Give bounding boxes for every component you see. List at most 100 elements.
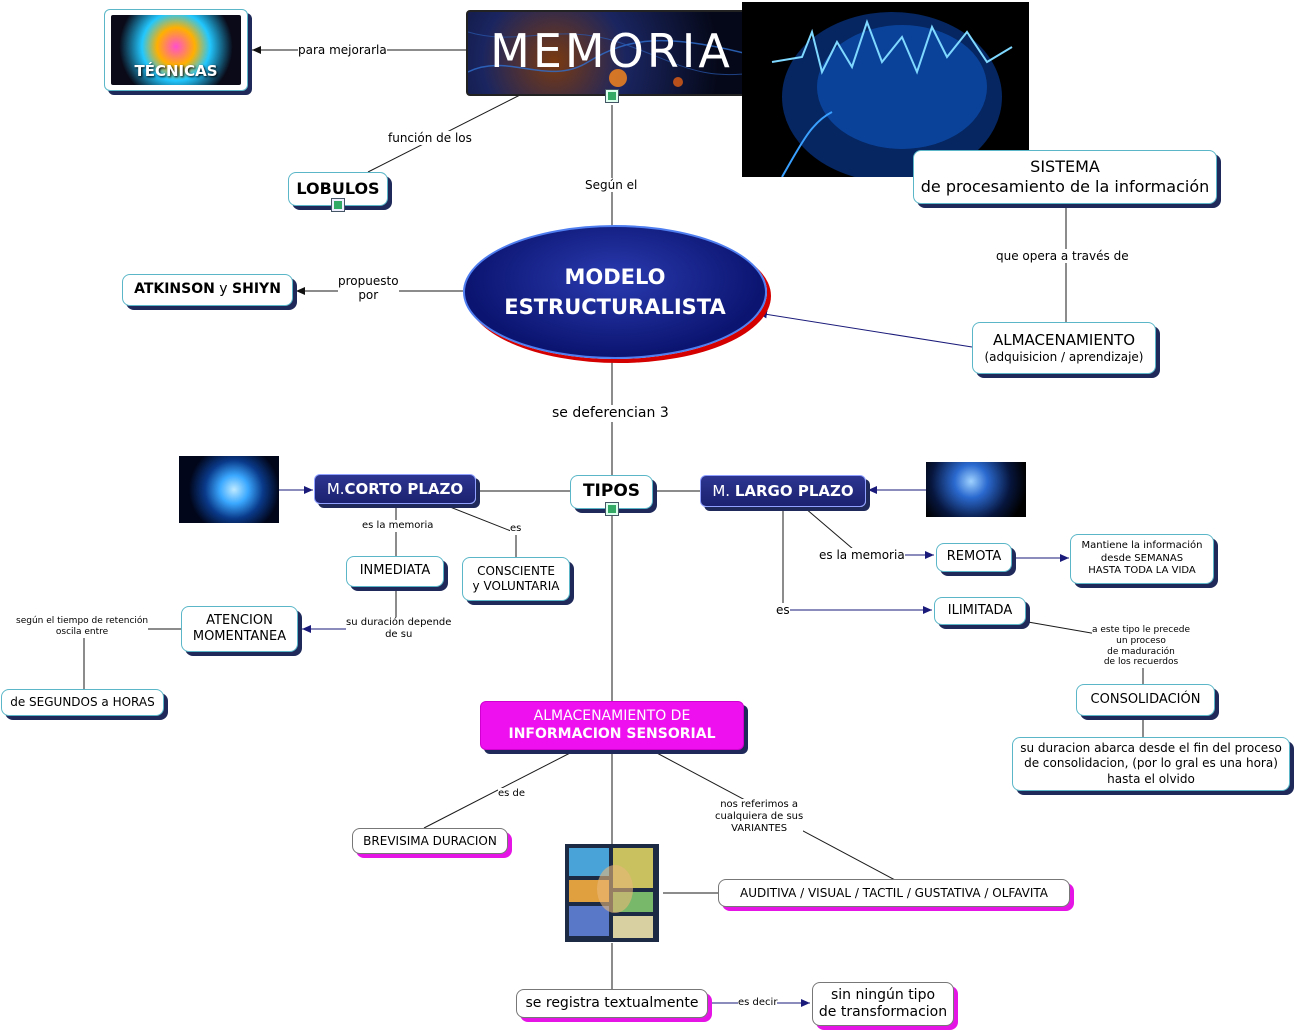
atkinson-name: ATKINSON <box>134 281 215 298</box>
brain-head-image <box>742 2 1029 177</box>
link-su-duracion-2: de su <box>385 629 413 640</box>
ilimitada-node[interactable]: ILIMITADA <box>934 597 1026 625</box>
sin-line-1: sin ningún tipo <box>830 986 936 1003</box>
almacen-line-1: ALMACENAMIENTO <box>992 331 1136 350</box>
link-por: por <box>358 288 379 303</box>
link-funcion-de-los: función de los <box>388 131 472 146</box>
largo-plazo-node[interactable]: M. LARGO PLAZO <box>700 475 866 507</box>
sensorial-node[interactable]: ALMACENAMIENTO DE INFORMACION SENSORIAL <box>480 701 744 750</box>
mantiene-node[interactable]: Mantiene la información desde SEMANAS HA… <box>1070 534 1214 584</box>
tecnicas-node[interactable]: TÉCNICAS <box>104 9 248 91</box>
brain-glow-image: TÉCNICAS <box>111 15 241 85</box>
face-collage-image <box>565 844 659 942</box>
sin-line-2: de transformacion <box>818 1004 948 1020</box>
largo-label: LARGO PLAZO <box>734 481 854 500</box>
link-precede-1: a este tipo le precede <box>1092 625 1191 635</box>
duracion-line-2: de consolidacion, (por lo gral es una ho… <box>1024 756 1278 771</box>
link-es-largo: es <box>776 603 790 618</box>
link-es-decir: es decir <box>738 997 778 1009</box>
link-nos-2: cualquiera de sus <box>715 811 804 822</box>
mantiene-line-2: desde SEMANAS <box>1100 552 1184 564</box>
link-su-duracion: su duración depende de su <box>346 617 452 641</box>
memoria-title-box[interactable]: MEMORIA <box>466 10 757 96</box>
brain-sphere-image <box>179 456 279 523</box>
variantes-label: AUDITIVA / VISUAL / TACTIL / GUSTATIVA /… <box>740 885 1048 900</box>
remota-label: REMOTA <box>946 549 1002 565</box>
variantes-node[interactable]: AUDITIVA / VISUAL / TACTIL / GUSTATIVA /… <box>718 879 1070 907</box>
film-icon[interactable] <box>605 502 619 516</box>
almacen-line-2: (adquisicion / aprendizaje) <box>984 349 1144 364</box>
link-que-opera: que opera a través de <box>996 249 1129 264</box>
corto-prefix: M. <box>326 479 345 498</box>
link-es-corto: es <box>510 523 522 535</box>
link-propuesto-por: propuesto por <box>338 274 399 303</box>
tipos-label: TIPOS <box>582 481 641 502</box>
link-segun-el: Según el <box>585 178 638 193</box>
largo-prefix: M. <box>712 481 735 500</box>
sistema-node[interactable]: SISTEMA de procesamiento de la informaci… <box>913 150 1217 204</box>
link-se-deferencian: se deferencian 3 <box>552 405 669 422</box>
link-es-de: es de <box>498 788 526 800</box>
sistema-line-2: de procesamiento de la información <box>920 177 1210 196</box>
neuron-background-art <box>468 31 755 87</box>
segundos-node[interactable]: de SEGUNDOS a HORAS <box>1 689 164 716</box>
link-propuesto: propuesto <box>338 274 399 288</box>
link-precede: a este tipo le precede un proceso de mad… <box>1092 625 1191 669</box>
sensorial-line-2: INFORMACION SENSORIAL <box>508 725 716 742</box>
lobulos-label: LOBULOS <box>296 179 380 198</box>
transformacion-node[interactable]: sin ningún tipo de transformacion <box>812 982 954 1026</box>
link-precede-3: de maduración <box>1107 646 1175 657</box>
link-nos-1: nos referimos a <box>720 799 799 810</box>
almacenamiento-node[interactable]: ALMACENAMIENTO (adquisicion / aprendizaj… <box>972 322 1156 374</box>
modelo-line-2: ESTRUCTURALISTA <box>504 295 726 319</box>
mantiene-line-3: HASTA TODA LA VIDA <box>1088 565 1196 577</box>
brain-head-art <box>771 12 1013 177</box>
ilimitada-label: ILIMITADA <box>947 602 1013 618</box>
atencion-line-2: MOMENTANEA <box>192 629 287 644</box>
brevisima-node[interactable]: BREVISIMA DURACION <box>352 828 508 854</box>
consolidacion-node[interactable]: CONSOLIDACIÓN <box>1076 684 1215 716</box>
link-para-mejorarla: para mejorarla <box>298 43 387 58</box>
film-icon[interactable] <box>605 89 619 103</box>
corto-plazo-node[interactable]: M. CORTO PLAZO <box>314 474 476 504</box>
face-collage-art <box>569 848 653 938</box>
remota-node[interactable]: REMOTA <box>936 543 1012 572</box>
atkinson-node[interactable]: ATKINSON y SHIYN <box>122 274 293 306</box>
link-segun-tiempo: según el tiempo de retención oscila entr… <box>16 616 149 638</box>
inmediata-label: INMEDIATA <box>359 563 431 579</box>
consolidacion-label: CONSOLIDACIÓN <box>1090 691 1201 707</box>
link-precede-2: un proceso <box>1116 635 1166 646</box>
link-es-la-memoria-largo: es la memoria <box>819 548 905 563</box>
atencion-line-1: ATENCION <box>206 612 273 628</box>
picture-icon[interactable] <box>331 198 345 212</box>
link-nos-3: VARIANTES <box>731 823 788 834</box>
modelo-line-1: MODELO <box>564 264 666 289</box>
tecnicas-label: TÉCNICAS <box>134 62 218 81</box>
duracion-line-1: su duracion abarca desde el fin del proc… <box>1020 740 1282 755</box>
consciente-node[interactable]: CONSCIENTE y VOLUNTARIA <box>462 557 570 601</box>
consciente-line-2: y VOLUNTARIA <box>472 579 560 593</box>
link-es-la-memoria-corto: es la memoria <box>362 520 434 532</box>
sistema-line-1: SISTEMA <box>1030 157 1100 176</box>
brevisima-label: BREVISIMA DURACION <box>363 833 497 848</box>
link-nos-referimos: nos referimos a cualquiera de sus VARIAN… <box>715 799 804 835</box>
modelo-estructuralista-node[interactable]: MODELO ESTRUCTURALISTA <box>463 225 767 359</box>
duracion-node[interactable]: su duracion abarca desde el fin del proc… <box>1012 737 1290 791</box>
registra-node[interactable]: se registra textualmente <box>516 989 708 1018</box>
mantiene-line-1: Mantiene la información <box>1081 540 1203 552</box>
consciente-line-1: CONSCIENTE <box>477 564 555 578</box>
link-precede-4: de los recuerdos <box>1103 657 1179 668</box>
link-su-duracion-1: su duración depende <box>346 617 452 628</box>
atkinson-and: y <box>214 281 233 298</box>
registra-label: se registra textualmente <box>525 994 699 1011</box>
segundos-label: de SEGUNDOS a HORAS <box>10 695 155 709</box>
link-segun-tiempo-1: según el tiempo de retención <box>16 616 149 626</box>
link-segun-tiempo-2: oscila entre <box>55 626 109 637</box>
corto-label: CORTO PLAZO <box>344 479 464 498</box>
shiyn-name: SHIYN <box>232 281 281 298</box>
brain-network-image <box>926 462 1026 517</box>
atencion-node[interactable]: ATENCION MOMENTANEA <box>181 606 298 652</box>
duracion-line-3: hasta el olvido <box>1107 771 1195 786</box>
inmediata-node[interactable]: INMEDIATA <box>346 556 444 587</box>
